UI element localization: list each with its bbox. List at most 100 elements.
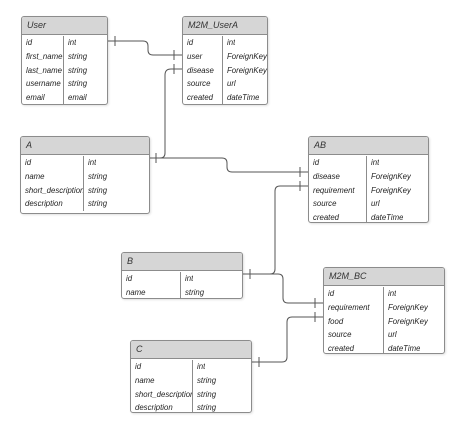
field-type: int	[88, 158, 97, 167]
field-type: int	[227, 38, 236, 47]
field-name: id	[324, 287, 384, 301]
field-type: string	[197, 375, 217, 385]
field-type: string	[88, 185, 108, 195]
field-type: int	[185, 274, 194, 283]
connector-b-m2m-bc	[242, 273, 324, 304]
connector-a-ab	[149, 157, 309, 173]
field-row: email email	[22, 91, 107, 104]
field-type: ForeignKey	[371, 171, 411, 181]
field-row: name string	[122, 285, 242, 298]
field-type: string	[68, 51, 88, 61]
table-title: B	[122, 253, 242, 271]
table-title: C	[131, 341, 251, 359]
field-name: created	[183, 91, 223, 104]
field-row: name string	[131, 373, 251, 388]
connector-b-ab	[242, 185, 309, 275]
field-row: user ForeignKey	[183, 49, 267, 64]
field-row: source url	[309, 197, 428, 212]
field-type: string	[185, 287, 205, 297]
field-row: disease ForeignKey	[183, 63, 267, 78]
field-type: dateTime	[388, 344, 421, 354]
field-row: last_name string	[22, 63, 107, 78]
field-type: int	[197, 362, 206, 371]
field-row: created dateTime	[309, 211, 428, 223]
field-name: email	[22, 91, 64, 104]
field-type: ForeignKey	[227, 65, 267, 75]
field-type: int	[371, 158, 380, 167]
field-name: requirement	[309, 183, 367, 198]
field-type: string	[88, 199, 108, 209]
field-type: string	[197, 389, 217, 399]
field-row: short_description string	[131, 387, 251, 402]
table-title: User	[22, 17, 107, 35]
field-row: disease ForeignKey	[309, 169, 428, 184]
table-title: AB	[309, 137, 428, 155]
field-name: created	[309, 211, 367, 222]
field-type: email	[68, 93, 87, 103]
field-name: disease	[183, 63, 223, 78]
field-row: short_description string	[21, 183, 149, 198]
field-type: url	[227, 79, 236, 89]
field-name: source	[324, 328, 384, 343]
connector-a-m2m-usera	[149, 68, 183, 159]
field-name: user	[183, 49, 223, 64]
field-name: name	[131, 373, 193, 388]
field-name: short_description	[131, 387, 193, 402]
field-row: description string	[21, 197, 149, 212]
field-name: requirement	[324, 300, 384, 315]
field-name: id	[309, 156, 367, 170]
field-type: string	[88, 171, 108, 181]
field-name: food	[324, 314, 384, 329]
connector-user-m2m-usera	[107, 40, 183, 56]
field-row: created dateTime	[183, 91, 267, 104]
field-name: id	[21, 156, 84, 170]
field-row: requirement ForeignKey	[324, 300, 444, 315]
field-type: dateTime	[227, 93, 260, 103]
field-name: id	[131, 360, 193, 374]
field-type: string	[68, 65, 88, 75]
field-name: disease	[309, 169, 367, 184]
field-type: ForeignKey	[227, 51, 267, 61]
field-name: id	[122, 272, 181, 286]
field-name: source	[183, 77, 223, 92]
field-name: id	[22, 36, 64, 50]
field-name: description	[21, 197, 84, 212]
field-type: ForeignKey	[388, 302, 428, 312]
field-name: name	[122, 285, 181, 298]
field-row: first_name string	[22, 49, 107, 64]
field-name: first_name	[22, 49, 64, 64]
field-row: source url	[183, 77, 267, 92]
table-title: M2M_UserA	[183, 17, 267, 35]
field-type: dateTime	[371, 213, 404, 223]
field-name: username	[22, 77, 64, 92]
field-type: url	[371, 199, 380, 209]
field-name: short_description	[21, 183, 84, 198]
field-type: string	[197, 403, 217, 413]
connector-c-m2m-bc	[251, 316, 324, 363]
field-name: last_name	[22, 63, 64, 78]
field-name: source	[309, 197, 367, 212]
